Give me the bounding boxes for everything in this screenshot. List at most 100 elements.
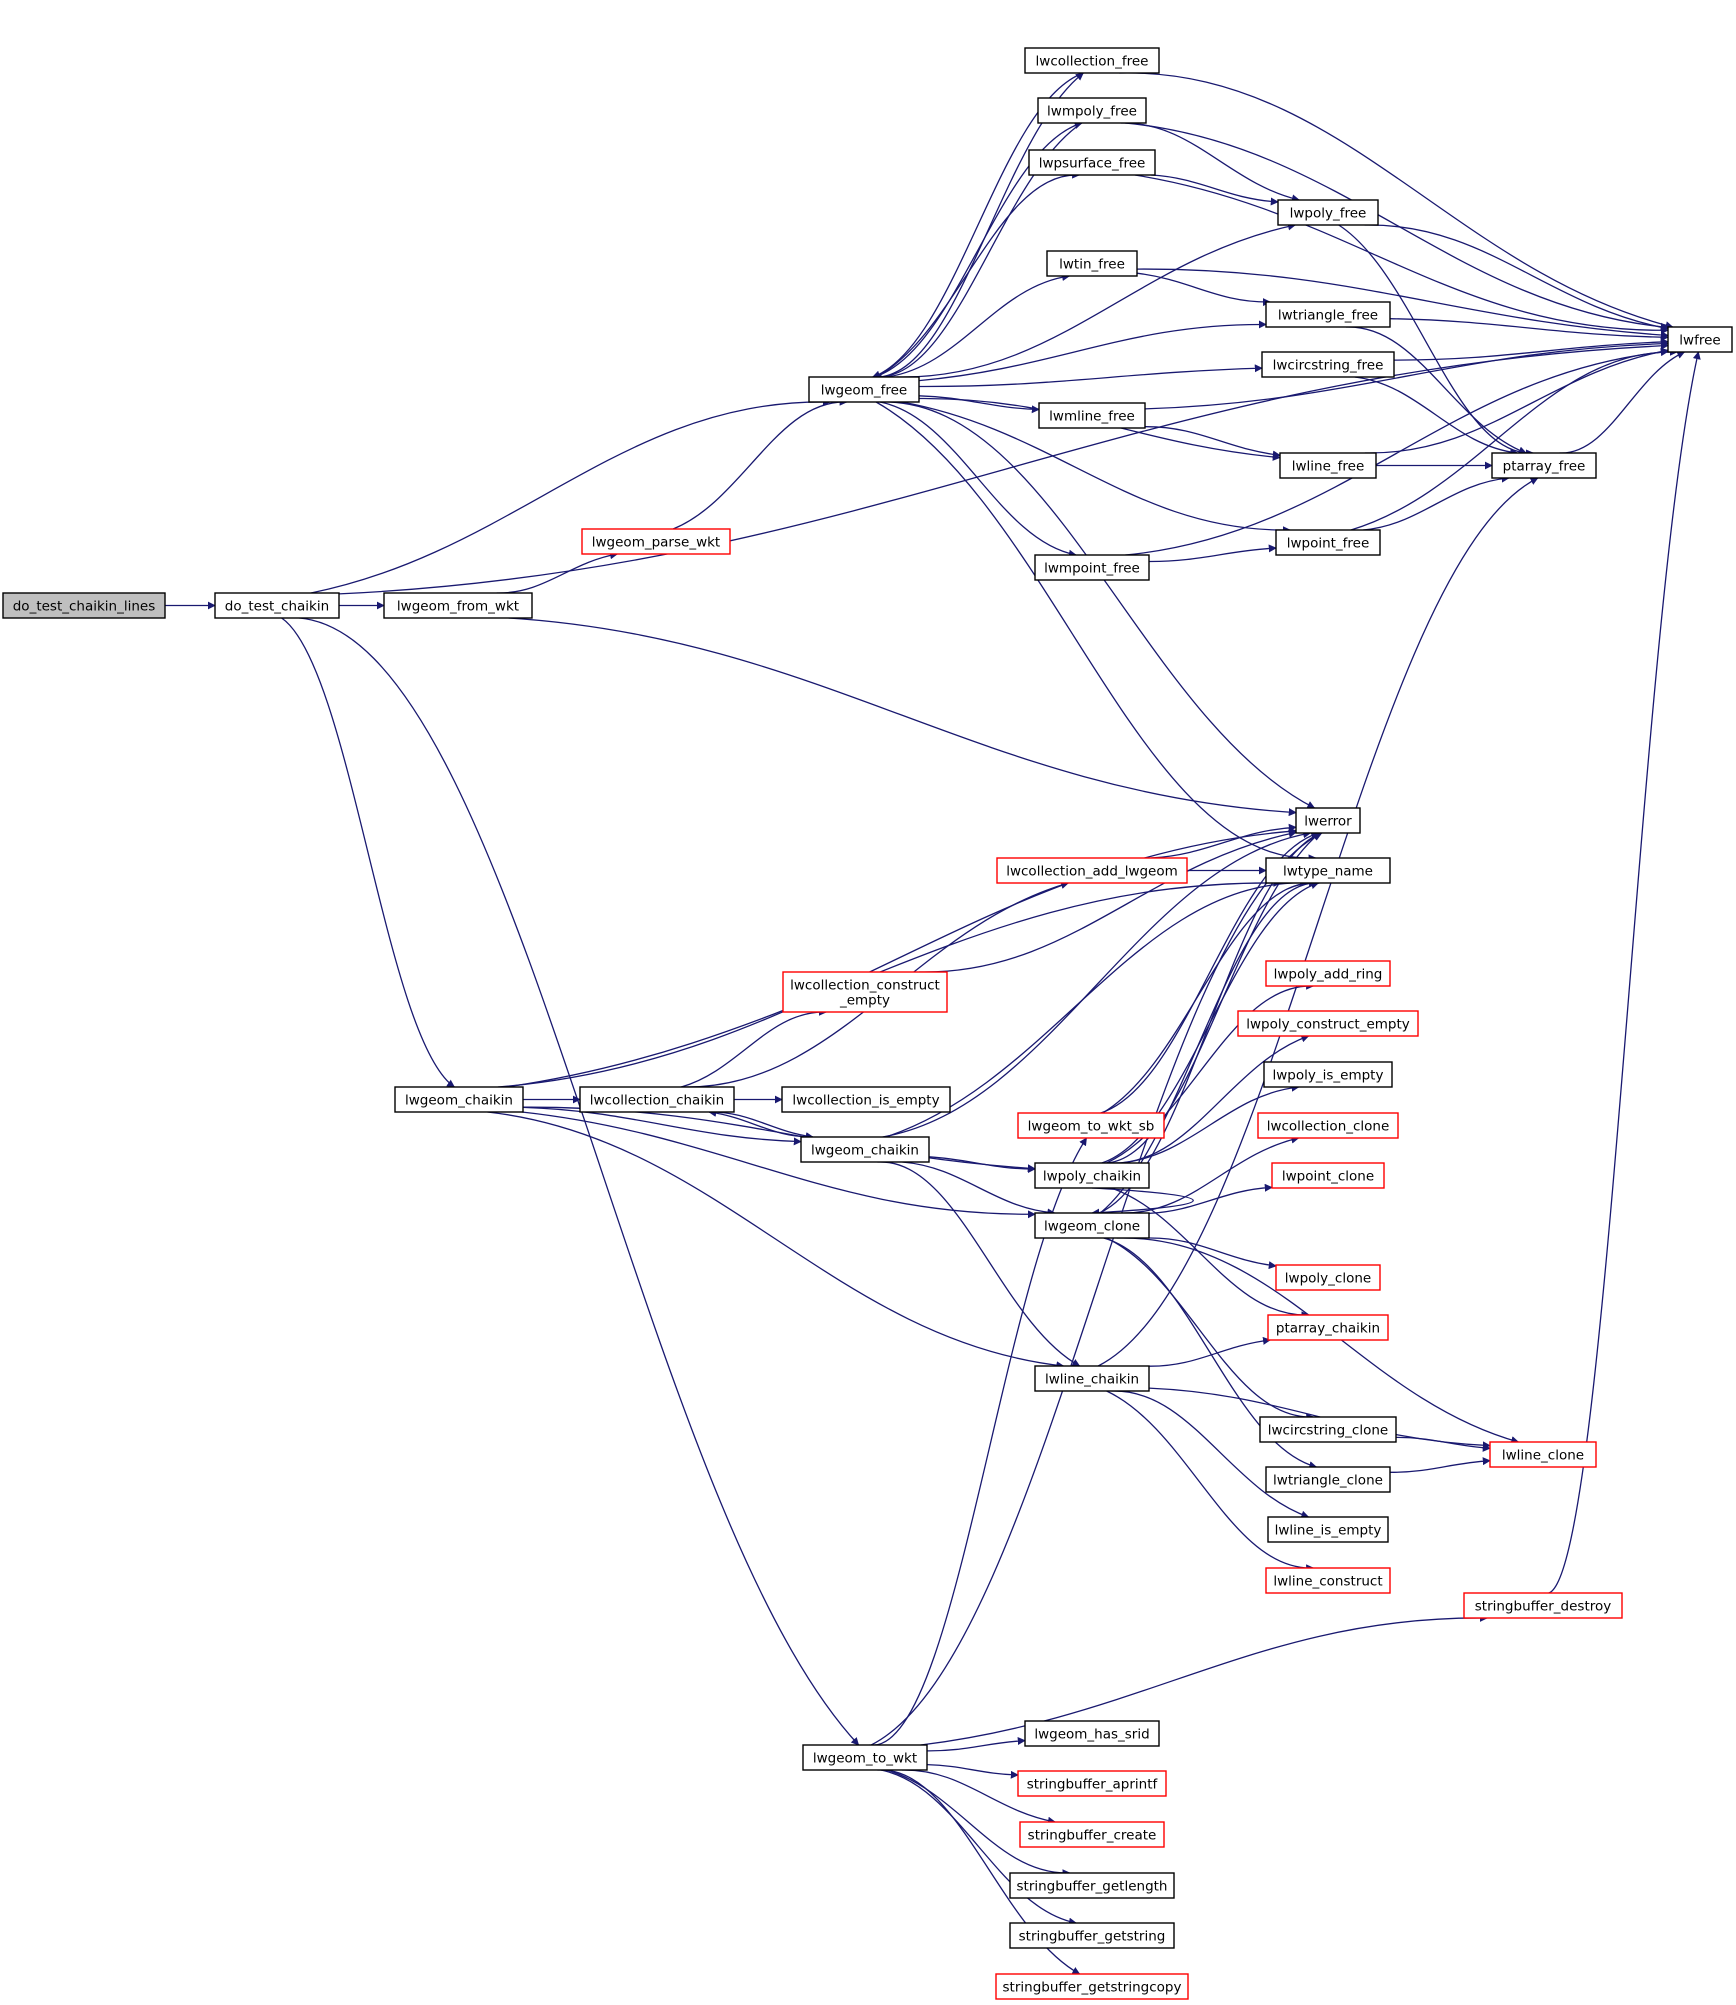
node-lwgeom-free[interactable]: lwgeom_free — [808, 376, 920, 403]
node-stringbuffer-create[interactable]: stringbuffer_create — [1019, 1821, 1165, 1848]
edge-lwgeom_chaikin_inner-to-lwline_chaikin — [877, 1161, 1081, 1367]
node-lwtriangle-clone[interactable]: lwtriangle_clone — [1265, 1466, 1391, 1493]
node-lwline-clone[interactable]: lwline_clone — [1489, 1441, 1597, 1468]
node-lwgeom-clone[interactable]: lwgeom_clone — [1034, 1212, 1150, 1239]
node-label: lwmline_free — [1049, 409, 1135, 425]
node-label: lwpoint_free — [1287, 536, 1370, 552]
node-lwtin-free[interactable]: lwtin_free — [1046, 250, 1138, 277]
node-lwpoint-clone[interactable]: lwpoint_clone — [1271, 1162, 1385, 1189]
edge-ptarray_free-to-lwfree — [1559, 351, 1686, 454]
node-lwpoint-free[interactable]: lwpoint_free — [1275, 529, 1381, 556]
edge-lwline_chaikin-to-lwline_construct — [1106, 1390, 1315, 1573]
edge-lwgeom_parse_wkt-to-lwgeom_free — [672, 397, 848, 530]
node-lwgeom-chaikin-inner[interactable]: lwgeom_chaikin — [800, 1136, 930, 1163]
node-stringbuffer-getlength[interactable]: stringbuffer_getlength — [1009, 1872, 1175, 1899]
node-box — [1279, 452, 1377, 479]
node-lwpsurface-free[interactable]: lwpsurface_free — [1028, 149, 1156, 176]
node-lwcollection-add-lwgeom[interactable]: lwcollection_add_lwgeom — [996, 857, 1188, 884]
node-lwfree[interactable]: lwfree — [1667, 326, 1733, 353]
node-label: lwgeom_free — [821, 383, 907, 399]
node-label: lwcollection_chaikin — [590, 1093, 724, 1109]
node-stringbuffer-getstring[interactable]: stringbuffer_getstring — [1009, 1922, 1175, 1949]
edge-lwgeom_to_wkt-to-stringbuffer_getstringcopy — [877, 1769, 1081, 1975]
edge-lwgeom_chaikin_inner-to-lwcollection_chaikin — [708, 1108, 814, 1138]
node-label: lwfree — [1679, 333, 1720, 349]
node-lwmpoint-free[interactable]: lwmpoint_free — [1034, 554, 1150, 581]
edge-lwmpoly_free-to-lwfree — [1125, 122, 1669, 331]
node-lwerror[interactable]: lwerror — [1295, 807, 1361, 834]
edge-lwgeom_free-to-lwtin_free — [886, 273, 1071, 378]
edge-lwmline_free-to-lwfree — [1144, 339, 1669, 410]
node-box — [1038, 402, 1146, 429]
node-lwline-is-empty[interactable]: lwline_is_empty — [1267, 1516, 1389, 1543]
node-lwline-chaikin[interactable]: lwline_chaikin — [1034, 1365, 1150, 1392]
node-label: lwline_free — [1292, 459, 1365, 475]
node-lwcollection-chaikin[interactable]: lwcollection_chaikin — [579, 1086, 735, 1113]
edge-lwgeom_free-to-lwtype_name — [875, 401, 1317, 863]
node-lwgeom-chaikin[interactable]: lwgeom_chaikin — [394, 1086, 524, 1113]
node-box — [1265, 1567, 1391, 1594]
node-ptarray-free[interactable]: ptarray_free — [1491, 452, 1597, 479]
node-lwgeom-from-wkt[interactable]: lwgeom_from_wkt — [383, 592, 533, 619]
node-lwgeom-parse-wkt[interactable]: lwgeom_parse_wkt — [581, 528, 731, 555]
node-lwpoly-chaikin[interactable]: lwpoly_chaikin — [1034, 1162, 1150, 1189]
node-lwcollection-clone[interactable]: lwcollection_clone — [1257, 1112, 1399, 1139]
node-label: lwpoly_add_ring — [1274, 967, 1383, 983]
node-lwtype-name[interactable]: lwtype_name — [1265, 857, 1391, 884]
node-label: lwcollection_free — [1036, 54, 1149, 70]
edge-lwtriangle_free-to-lwfree — [1389, 318, 1669, 342]
edge-lwgeom_to_wkt-to-stringbuffer_getstring — [880, 1769, 1077, 1926]
node-lwpoly-is-empty[interactable]: lwpoly_is_empty — [1263, 1061, 1393, 1088]
node-label: lwgeom_has_srid — [1034, 1727, 1149, 1743]
node-lwpoly-add-ring[interactable]: lwpoly_add_ring — [1265, 960, 1391, 987]
edge-lwgeom_to_wkt-to-stringbuffer_destroy — [920, 1613, 1488, 1746]
node-stringbuffer-destroy[interactable]: stringbuffer_destroy — [1463, 1592, 1623, 1619]
node-lwmpoly-free[interactable]: lwmpoly_free — [1037, 97, 1147, 124]
node-box — [1034, 1212, 1150, 1239]
node-box — [383, 592, 533, 619]
node-lwcollection-construct-empty[interactable]: lwcollection_construct_empty — [782, 971, 948, 1013]
node-lwgeom-to-wkt-sb[interactable]: lwgeom_to_wkt_sb — [1017, 1112, 1165, 1139]
node-label: lwline_is_empty — [1275, 1523, 1382, 1539]
node-box — [1261, 351, 1395, 378]
edge-lwgeom_free-to-lwtriangle_free — [918, 320, 1267, 382]
node-label: lwgeom_clone — [1044, 1219, 1140, 1235]
node-lwcollection-free[interactable]: lwcollection_free — [1024, 47, 1160, 74]
node-lwpoly-clone[interactable]: lwpoly_clone — [1275, 1264, 1381, 1291]
node-lwmline-free[interactable]: lwmline_free — [1038, 402, 1146, 429]
node-label: lwtriangle_clone — [1273, 1473, 1383, 1489]
node-label: lwgeom_chaikin — [811, 1143, 919, 1159]
node-label: lwpoly_construct_empty — [1246, 1017, 1410, 1033]
node-stringbuffer-aprintf[interactable]: stringbuffer_aprintf — [1017, 1770, 1167, 1797]
node-lwpoly-free[interactable]: lwpoly_free — [1277, 199, 1379, 226]
node-stringbuffer-getstringcopy[interactable]: stringbuffer_getstringcopy — [995, 1973, 1189, 2000]
node-lwcircstring-free[interactable]: lwcircstring_free — [1261, 351, 1395, 378]
edge-lwmpoly_free-to-lwpoly_free — [1120, 122, 1300, 203]
node-lwline-free[interactable]: lwline_free — [1279, 452, 1377, 479]
edge-lwgeom_to_wkt-to-lwerror — [870, 832, 1323, 1746]
edge-lwgeom_clone-to-lwpoint_clone — [1148, 1183, 1273, 1215]
node-lwtriangle-free[interactable]: lwtriangle_free — [1265, 301, 1391, 328]
node-lwcollection-is-empty[interactable]: lwcollection_is_empty — [781, 1086, 951, 1113]
node-do-test-chaikin-lines[interactable]: do_test_chaikin_lines — [2, 592, 166, 619]
edge-lwgeom_clone-to-lwcollection_clone — [1121, 1135, 1300, 1214]
edge-lwgeom_free-to-lwmline_free — [918, 395, 1040, 414]
node-box — [1259, 1416, 1397, 1443]
node-lwpoly-construct-empty[interactable]: lwpoly_construct_empty — [1237, 1010, 1419, 1037]
node-ptarray-chaikin[interactable]: ptarray_chaikin — [1267, 1314, 1389, 1341]
node-lwcircstring-clone[interactable]: lwcircstring_clone — [1259, 1416, 1397, 1443]
node-box — [1271, 1162, 1385, 1189]
node-lwgeom-to-wkt[interactable]: lwgeom_to_wkt — [802, 1744, 928, 1771]
node-label: lwcollection_add_lwgeom — [1006, 864, 1178, 880]
node-box — [1024, 47, 1160, 74]
edge-lwcollection_free-to-lwgeom_free — [871, 72, 1084, 379]
node-do-test-chaikin[interactable]: do_test_chaikin — [214, 592, 340, 619]
edge-lwpoly_chaikin-to-lwgeom_clone — [1091, 1187, 1194, 1217]
node-lwline-construct[interactable]: lwline_construct — [1265, 1567, 1391, 1594]
node-lwgeom-has-srid[interactable]: lwgeom_has_srid — [1024, 1720, 1160, 1747]
edge-lwpoly_chaikin-to-lwpoly_is_empty — [1121, 1083, 1300, 1164]
edge-lwgeom_chaikin_inner-to-lwtype_name — [885, 878, 1309, 1138]
edge-lwgeom_free-to-lwmpoint_free — [879, 401, 1077, 558]
node-box — [1295, 807, 1361, 834]
